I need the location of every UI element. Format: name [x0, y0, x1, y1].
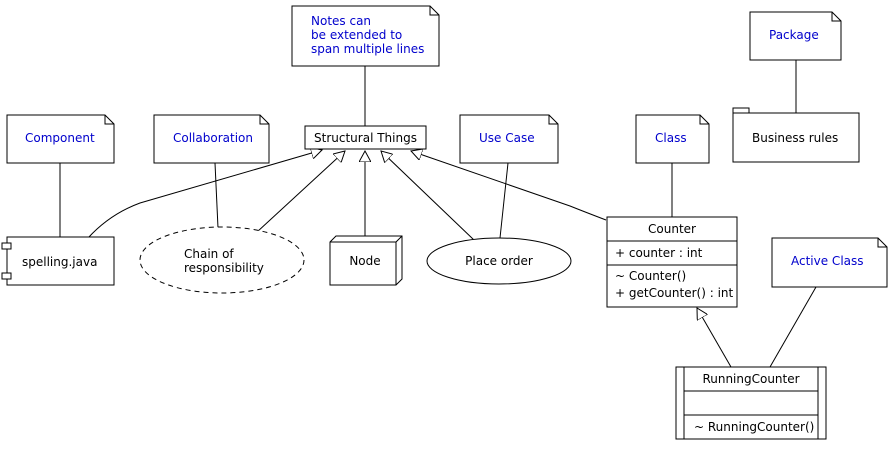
note-package-label: Package [769, 28, 819, 42]
component-spelling-label: spelling.java [22, 255, 97, 269]
note-anchor-collaboration [214, 162, 219, 229]
note-use-case-label: Use Case [479, 131, 535, 145]
generalization-counter [411, 151, 607, 221]
counter-name: Counter [648, 222, 696, 236]
running-counter-operation: ~ RunningCounter() [694, 420, 814, 434]
note-use-case: Use Case [459, 114, 559, 164]
generalization-spelling [87, 150, 322, 239]
structural-things-label: Structural Things [314, 131, 417, 145]
note-class-label: Class [655, 131, 687, 145]
note-component: Component [6, 114, 115, 164]
class-counter: Counter + counter : int ~ Counter() + ge… [606, 216, 738, 308]
running-counter-name: RunningCounter [702, 372, 799, 386]
counter-operation-1: ~ Counter() [615, 269, 686, 283]
use-case-label: Place order [465, 254, 533, 268]
structural-things-class: Structural Things [304, 125, 427, 150]
node-label: Node [349, 254, 380, 268]
component-spelling: spelling.java [1, 236, 115, 286]
note-line-2: be extended to [311, 28, 402, 42]
note-class: Class [635, 114, 710, 164]
note-multiline: Notes can be extended to span multiple l… [291, 5, 440, 67]
package-label: Business rules [752, 131, 838, 145]
note-collaboration-label: Collaboration [173, 131, 253, 145]
generalization-running-counter [697, 308, 732, 368]
note-line-3: span multiple lines [311, 42, 424, 56]
note-component-label: Component [25, 131, 95, 145]
generalization-chain [256, 151, 345, 233]
collaboration-line-1: Chain of [184, 247, 234, 261]
note-anchor-use-case [499, 162, 509, 239]
generalization-place-order [381, 151, 475, 241]
collaboration-chain: Chain of responsibility [139, 226, 305, 294]
collaboration-line-2: responsibility [184, 261, 264, 275]
package-business-rules: Business rules [732, 107, 860, 163]
counter-operation-2: + getCounter() : int [615, 286, 734, 300]
note-active-class-label: Active Class [791, 254, 864, 268]
use-case-place-order: Place order [426, 237, 572, 285]
note-active-class: Active Class [771, 237, 888, 288]
counter-attribute: + counter : int [615, 246, 703, 260]
note-collaboration: Collaboration [153, 114, 270, 164]
note-anchor-active-class [769, 286, 817, 368]
active-class-running-counter: RunningCounter ~ RunningCounter() [675, 366, 827, 440]
node-box: Node [329, 235, 403, 286]
note-package: Package [749, 11, 842, 61]
note-line-1: Notes can [311, 14, 371, 28]
